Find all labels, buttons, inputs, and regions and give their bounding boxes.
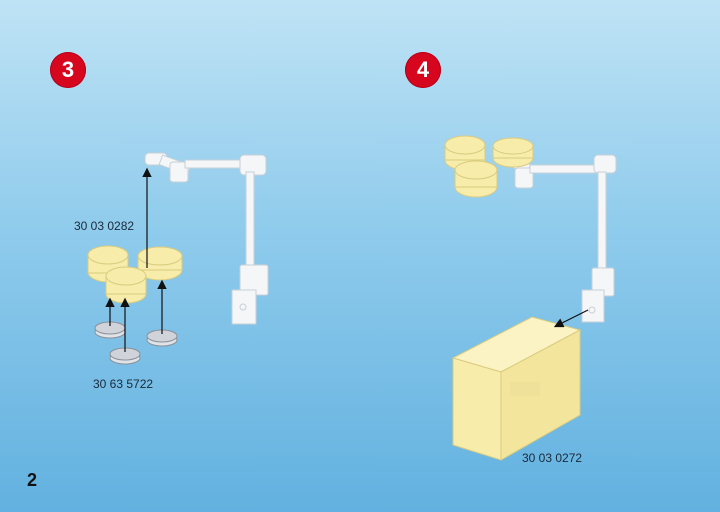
- lamp-assembly-step4: [498, 151, 617, 323]
- lamp-arm-step3: [144, 152, 269, 325]
- lamp-heads-step4: [444, 135, 534, 198]
- part-number-lamp-heads: 30 03 0282: [74, 219, 135, 233]
- part-number-caps: 30 63 5722: [93, 377, 154, 391]
- cabinet-part: [451, 316, 582, 461]
- step-3-badge: 3: [50, 52, 86, 88]
- lamp-heads-part: [87, 245, 183, 304]
- assembly-arrows-step3: [105, 167, 167, 352]
- part-number-cabinet: 30 03 0272: [522, 451, 583, 465]
- page-number: 2: [27, 470, 38, 490]
- assembly-arrow-step4: [553, 309, 589, 328]
- step-4-badge: 4: [405, 52, 441, 88]
- lamp-caps-part: [94, 321, 178, 365]
